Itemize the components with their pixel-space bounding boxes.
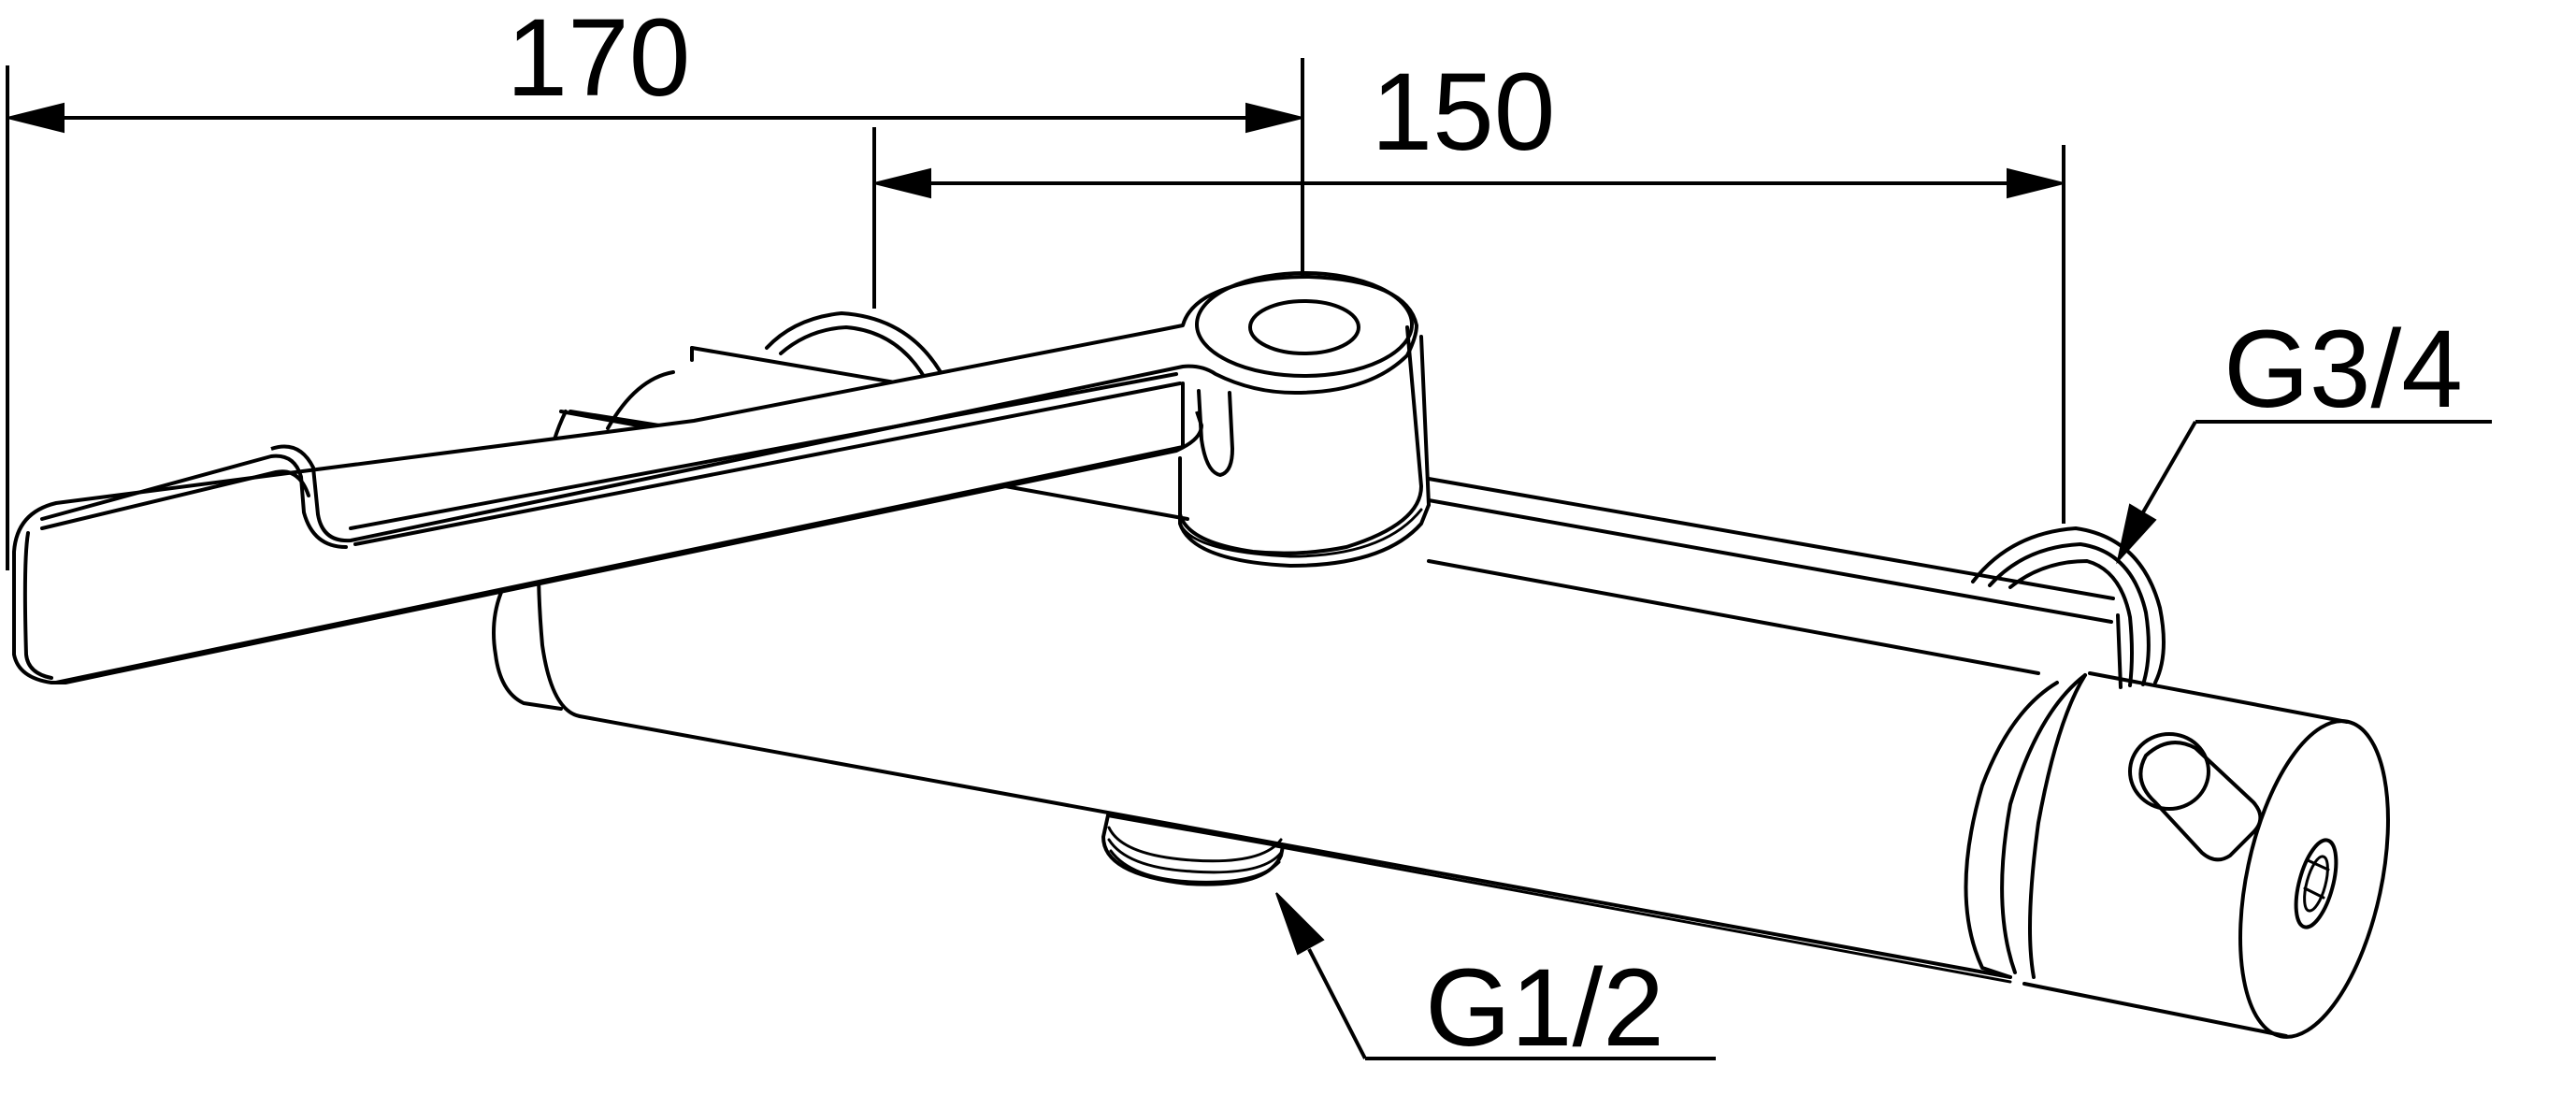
right-connector-stem (2116, 613, 2123, 689)
right-connector-mid (1988, 542, 2151, 686)
hub-center-cap (1248, 299, 1360, 355)
lever-bottom-edge (54, 445, 1185, 684)
hub-right-side (1178, 325, 1423, 555)
thermostat-bottom-edge (2022, 982, 2288, 1038)
thermostat-left-ring-inner (2000, 673, 2087, 974)
hub-right-edge (1419, 335, 1431, 507)
callout-g34-arrow (2116, 503, 2157, 565)
callout-g12: G1/2 (1275, 892, 1716, 1070)
thermostat-left-ring-outer (1964, 681, 2059, 979)
dimension-170: 170 (6, 0, 1304, 570)
arrow-left-150 (873, 167, 931, 199)
thread-label-g12: G1/2 (1425, 946, 1664, 1070)
outlet-thread-1 (1101, 814, 1285, 886)
lever-body (12, 275, 1418, 684)
lever-handle (12, 275, 1418, 684)
callout-g12-arrow (1275, 892, 1325, 956)
callout-g34: G3/4 (2116, 308, 2492, 565)
end-screw-outer (2294, 838, 2339, 929)
outlet-thread-2 (1107, 826, 1283, 863)
hub-bottom-ring-inner (1178, 508, 1423, 558)
dimension-150: 150 (872, 50, 2065, 524)
end-screw-inner (2303, 855, 2329, 913)
thermostat-top-edge (2088, 671, 2349, 724)
body-bottom-edge (578, 714, 2012, 979)
lever-neck-right (1197, 389, 1234, 477)
hub-top-face (1195, 271, 1414, 378)
left-connector-inner (779, 325, 932, 390)
hub-bottom-ring (1178, 456, 1431, 568)
outlet-thread-3 (1107, 838, 1283, 874)
lever-top-edge-2 (353, 382, 1182, 546)
lever-tip-front (22, 531, 53, 680)
right-wall-connector (1971, 526, 2166, 689)
arrow-right-170 (1245, 102, 1303, 134)
thermostat-handle (1964, 671, 2390, 1039)
thread-label-g34: G3/4 (2223, 308, 2463, 431)
left-connector-outer (765, 311, 951, 390)
body-bottom-edge-2 (1274, 844, 2012, 984)
valve-hub (1178, 271, 1431, 568)
thermostat-end-face (2238, 719, 2390, 1039)
temperature-stop-button (2138, 741, 2263, 862)
dimension-label-170: 170 (507, 0, 691, 120)
end-screw-slot-2 (2303, 886, 2325, 900)
body-top-edge-mid (1003, 484, 1189, 521)
left-connector-left-arc (606, 370, 675, 430)
bottom-outlet (1101, 814, 1285, 886)
arrow-right-150 (2007, 167, 2065, 199)
lever-tip-top (40, 469, 310, 530)
dimension-label-150: 150 (1372, 50, 1556, 174)
left-wall-connector (606, 311, 951, 430)
body-top-edge-right-3 (1427, 559, 2040, 675)
right-connector-inner (2008, 559, 2134, 687)
outlet-top-edge (1106, 814, 1285, 848)
body-top-edge-right-2 (1427, 498, 2113, 624)
right-connector-outer (1971, 526, 2166, 684)
callout-g34-leader (2135, 420, 2197, 526)
thermostat-grip-edge (2028, 673, 2087, 979)
end-screw-slot-1 (2306, 858, 2330, 871)
arrow-left-170 (7, 102, 65, 134)
callout-g12-leader (1307, 948, 1367, 1059)
lever-top-edge-1 (349, 372, 1178, 530)
stop-button-cap (2128, 732, 2210, 811)
outlet-thread-4 (1109, 849, 1281, 884)
lever-top-face-left (40, 454, 348, 549)
